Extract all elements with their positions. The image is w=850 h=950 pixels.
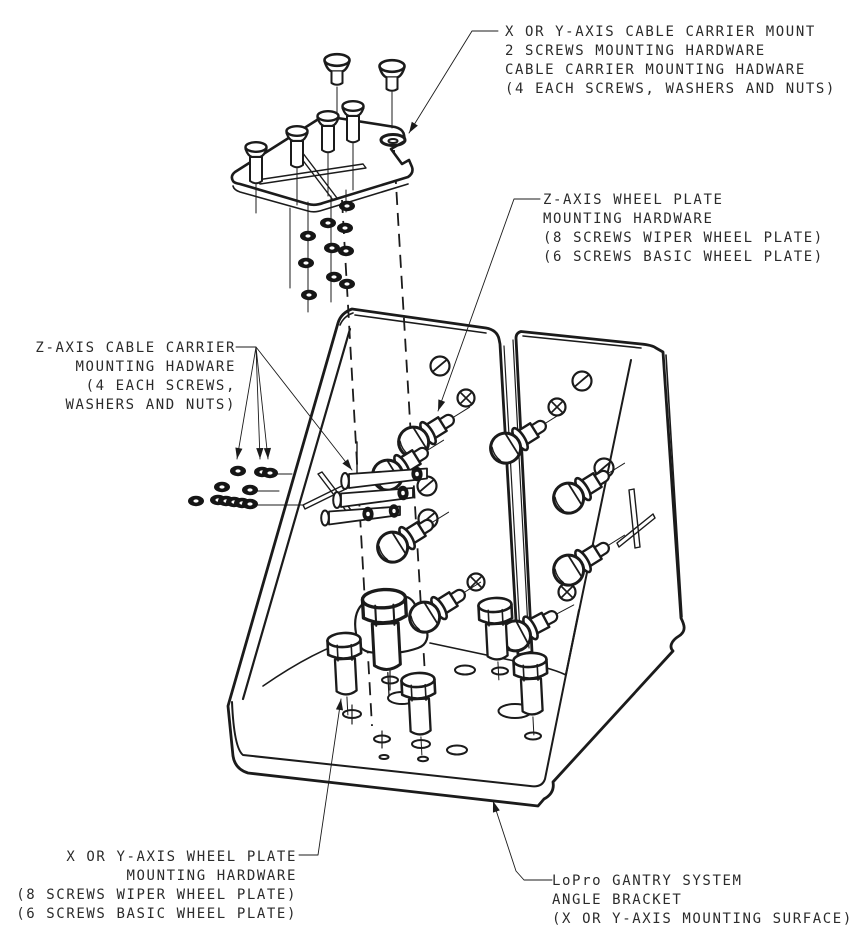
annotation-line: X OR Y-AXIS CABLE CARRIER MOUNT [505, 24, 816, 40]
screw-axes [255, 141, 354, 214]
annotation-line: (4 EACH SCREWS, WASHERS AND NUTS) [505, 81, 836, 97]
annotation-xy-wheel-plate: X OR Y-AXIS WHEEL PLATE MOUNTING HARDWAR… [16, 849, 298, 922]
washer [320, 217, 336, 229]
annotation-z-cable-carrier: Z-AXIS CABLE CARRIER MOUNTING HADWARE (4… [35, 340, 237, 413]
right-panel-top-chamfer [522, 335, 642, 349]
annotation-line: 2 SCREWS MOUNTING HARDWARE [505, 43, 766, 59]
washer [324, 242, 340, 254]
annotation-line: (6 SCREWS BASIC WHEEL PLATE) [16, 906, 297, 922]
annotation-line: Z-AXIS WHEEL PLATE [543, 192, 724, 208]
carrier-screw [332, 485, 414, 509]
nut [339, 278, 355, 290]
washer [326, 271, 342, 283]
annotation-line: CABLE CARRIER MOUNTING HADWARE [505, 62, 806, 78]
nut [298, 257, 314, 269]
annotation-line: LoPro GANTRY SYSTEM [552, 873, 743, 889]
washer [338, 245, 354, 257]
left-panel-top-chamfer [354, 314, 487, 334]
annotation-angle-bracket: LoPro GANTRY SYSTEM ANGLE BRACKET (X OR … [552, 873, 850, 927]
plate-hole [379, 133, 407, 147]
carrier-screw [320, 503, 401, 527]
annotation-line: X OR Y-AXIS WHEEL PLATE [66, 849, 297, 865]
button-screw [378, 58, 406, 93]
center-slot-chamfer [503, 339, 530, 651]
leader-z-wheel-plate [437, 198, 541, 412]
annotation-line: WASHERS AND NUTS) [66, 397, 237, 413]
annotation-line: (8 SCREWS WIPER WHEEL PLATE) [543, 230, 824, 246]
washer [339, 200, 355, 212]
washer-nut-stack [289, 189, 355, 313]
angle-bracket-body [226, 307, 686, 808]
right-edge-thickness [665, 354, 683, 618]
annotation-line: MOUNTING HARDWARE [127, 868, 298, 884]
left-gusset-inner-edge [241, 327, 352, 701]
annotation-line: MOUNTING HADWARE [76, 359, 236, 375]
annotation-line: ANGLE BRACKET [552, 892, 682, 908]
left-corner-chamfer [339, 312, 354, 326]
z-cable-carrier-hardware [188, 441, 428, 527]
annotation-line: MOUNTING HARDWARE [543, 211, 714, 227]
leader-angle-bracket [492, 800, 553, 881]
carrier-washers [188, 465, 278, 510]
annotation-line: (6 SCREWS BASIC WHEEL PLATE) [543, 249, 824, 265]
gusset-cross-slot [616, 488, 656, 549]
carrier-screw [340, 466, 428, 490]
washer [300, 230, 316, 242]
dashed-axis-right [393, 149, 429, 727]
bracket-silhouette [226, 307, 686, 808]
base-top-face-edge [231, 609, 580, 788]
annotation-line: (8 SCREWS WIPER WHEEL PLATE) [16, 887, 297, 903]
annotation-line: (X OR Y-AXIS MOUNTING SURFACE) [552, 911, 850, 927]
nut [301, 289, 317, 301]
annotation-line: Z-AXIS CABLE CARRIER [35, 340, 236, 356]
leader-xy-wheel-plate [298, 698, 342, 856]
cable-carrier-mount-plate [230, 52, 414, 214]
button-screw [323, 52, 351, 87]
leader-lines [235, 30, 553, 881]
washer [337, 222, 353, 234]
annotation-line: (4 EACH SCREWS, [86, 378, 236, 394]
leader-z-cable-carrier [235, 346, 353, 471]
annotation-z-wheel-plate: Z-AXIS WHEEL PLATE MOUNTING HARDWARE (8 … [543, 192, 824, 265]
annotation-cable-carrier-mount: X OR Y-AXIS CABLE CARRIER MOUNT 2 SCREWS… [505, 24, 836, 97]
leader-cable-carrier-mount [408, 30, 499, 134]
plate-cross-slot [256, 147, 367, 201]
plate-hole-center [387, 138, 399, 144]
